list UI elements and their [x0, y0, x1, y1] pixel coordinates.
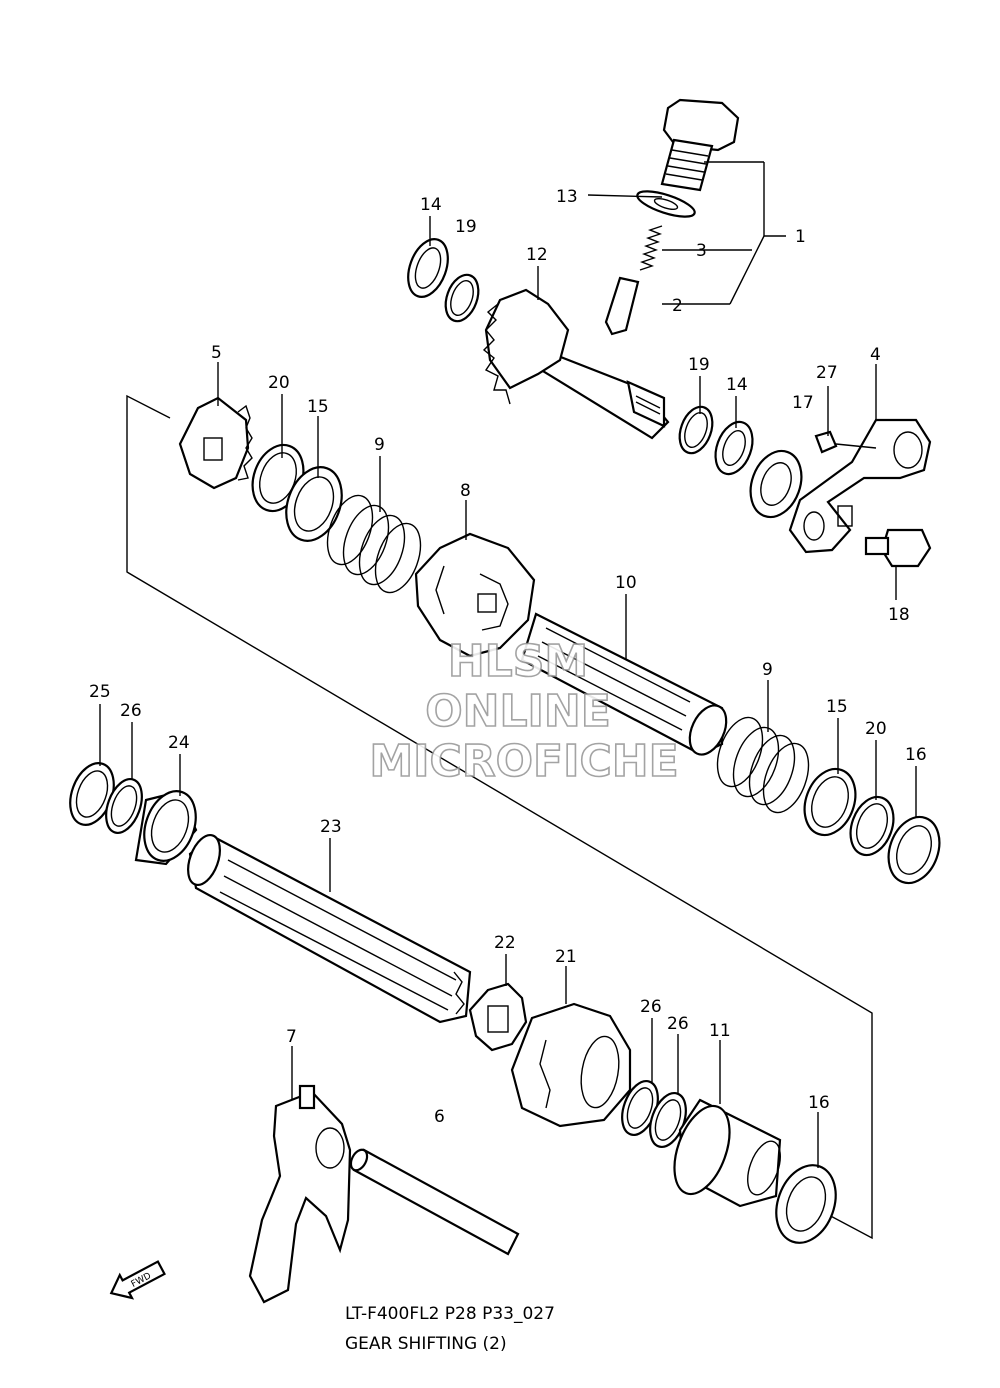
part-15-washer-upper [285, 466, 343, 542]
callout-9-lower: 9 [762, 660, 773, 680]
part-6-gearshift-fork-shaft [349, 1148, 520, 1256]
callout-6: 6 [434, 1107, 445, 1127]
callout-21: 21 [555, 947, 577, 967]
callout-5: 5 [211, 343, 222, 363]
callout-26-right-b: 26 [667, 1014, 689, 1034]
callout-11: 11 [709, 1021, 731, 1041]
callout-8: 8 [460, 481, 471, 501]
part-2-pin [604, 276, 640, 336]
part-9-spring-upper [326, 494, 422, 594]
part-14-washer-left [407, 238, 449, 298]
part-26-circlip-right-a [621, 1080, 659, 1136]
callout-26-right-a: 26 [640, 997, 662, 1017]
callout-19-upper: 19 [455, 217, 477, 237]
diagram-caption: GEAR SHIFTING (2) [345, 1334, 507, 1354]
watermark-line-1: HLSM [448, 636, 588, 687]
part-9-spring-lower [716, 716, 810, 814]
part-10-gearshift-cam [520, 612, 728, 756]
callout-27: 27 [816, 363, 838, 383]
part-13-washer [636, 190, 696, 218]
part-7-gearshift-fork [248, 1084, 352, 1304]
reference-code: LT-F400FL2 P28 P33_027 [345, 1304, 555, 1324]
leader-lines [99, 161, 917, 1168]
part-19-circlip-right [678, 405, 714, 455]
callout-15-lower: 15 [826, 697, 848, 717]
callout-16-lower: 16 [808, 1093, 830, 1113]
callout-3: 3 [696, 241, 707, 261]
callout-numbers: 1 2 3 4 5 6 7 8 9 9 10 11 12 13 14 14 15… [89, 187, 927, 1127]
part-26-circlip-left [105, 778, 143, 834]
callout-25: 25 [89, 682, 111, 702]
callout-14-lower: 14 [726, 375, 748, 395]
part-19-circlip-left [444, 273, 480, 323]
part-21-gearshift-cam [510, 1002, 632, 1128]
callout-1: 1 [795, 227, 806, 247]
part-11-bearing [673, 1098, 782, 1208]
callout-9-upper: 9 [374, 435, 385, 455]
callout-24: 24 [168, 733, 190, 753]
part-5-shift-cam-driven-gear [178, 396, 253, 490]
callout-19-lower: 19 [688, 355, 710, 375]
callout-10: 10 [615, 573, 637, 593]
callout-7: 7 [286, 1027, 297, 1047]
callout-14-upper: 14 [420, 195, 442, 215]
part-24-bearing [134, 790, 198, 866]
callout-2: 2 [672, 296, 683, 316]
callout-26-left: 26 [120, 701, 142, 721]
callout-15-upper: 15 [307, 397, 329, 417]
callout-20-upper: 20 [268, 373, 290, 393]
watermark-line-3: MICROFICHE [369, 736, 678, 787]
part-17-oil-seal [749, 449, 803, 519]
part-27-bolt [814, 430, 877, 454]
part-1-stopper-bolt [660, 98, 740, 192]
part-22-drum-cam-plate [468, 982, 528, 1052]
part-8-gearshift-cam-stopper [414, 532, 536, 658]
part-3-spring [639, 225, 663, 271]
watermark-line-2: ONLINE [425, 686, 611, 737]
part-25-circlip [69, 762, 115, 826]
part-15-washer-lower [803, 767, 857, 837]
part-18-bolt [864, 528, 932, 568]
part-20-circlip-lower [849, 795, 895, 857]
callout-13: 13 [556, 187, 578, 207]
callout-18: 18 [888, 605, 910, 625]
fwd-arrow: FWD [109, 1260, 166, 1300]
part-14-washer-right [714, 420, 754, 476]
watermark: HLSM ONLINE MICROFICHE [369, 635, 680, 788]
part-23-gearshift-drum [187, 834, 472, 1024]
part-16-washer-lower-right [775, 1164, 837, 1244]
callout-22: 22 [494, 933, 516, 953]
callout-4: 4 [870, 345, 881, 365]
part-4-shift-arm [788, 418, 932, 554]
callout-17: 17 [792, 393, 814, 413]
part-12-gear-shift-shaft [482, 288, 670, 440]
callout-16-upper: 16 [905, 745, 927, 765]
callout-20-lower: 20 [865, 719, 887, 739]
assembly-frame [126, 394, 873, 1240]
callout-12: 12 [526, 245, 548, 265]
callout-23: 23 [320, 817, 342, 837]
part-16-washer-upper-right [887, 815, 941, 885]
